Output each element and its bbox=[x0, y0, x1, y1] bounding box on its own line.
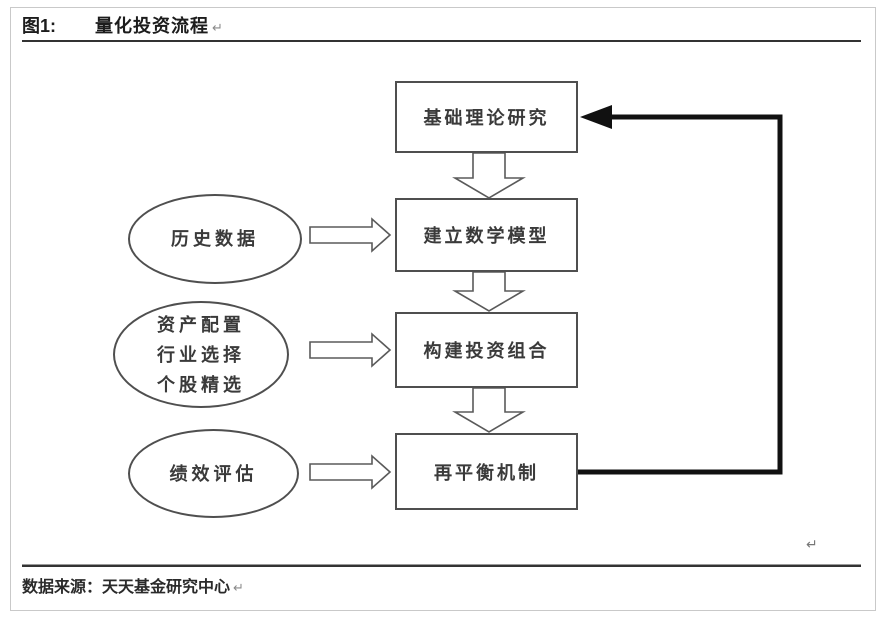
flow-box-rebalancing-mechanism: 再平衡机制 bbox=[395, 433, 578, 510]
figure-title: 量化投资流程 bbox=[95, 16, 209, 36]
paragraph-return-icon: ↵ bbox=[806, 536, 818, 552]
flow-ellipse-label: 资产配置 bbox=[157, 314, 245, 335]
right-block-arrow-icon bbox=[309, 454, 392, 490]
right-block-arrow-icon bbox=[309, 332, 392, 368]
flow-ellipse-performance-evaluation: 绩效评估 bbox=[128, 429, 299, 518]
down-block-arrow-icon bbox=[452, 271, 526, 312]
feedback-arrowhead-icon bbox=[580, 105, 612, 129]
flow-box-build-math-model: 建立数学模型 bbox=[395, 198, 578, 272]
flow-ellipse-label: 个股精选 bbox=[157, 374, 245, 395]
flow-box-construct-portfolio: 构建投资组合 bbox=[395, 312, 578, 388]
footer-rule bbox=[22, 564, 861, 567]
flow-ellipse-historical-data: 历史数据 bbox=[128, 194, 302, 284]
flow-box-label: 建立数学模型 bbox=[423, 226, 550, 246]
flow-box-label: 构建投资组合 bbox=[423, 341, 550, 361]
figure-label: 图1: bbox=[22, 16, 57, 36]
flow-ellipse-label: 绩效评估 bbox=[169, 463, 258, 484]
figure-header: 图1: 量化投资流程 ↵ bbox=[22, 12, 223, 38]
flow-ellipse-allocation-selection: 资产配置 行业选择 个股精选 bbox=[113, 301, 289, 408]
flow-box-label: 基础理论研究 bbox=[423, 108, 550, 128]
right-block-arrow-icon bbox=[309, 217, 392, 253]
header-rule bbox=[22, 40, 861, 42]
data-source-text: 数据来源：天天基金研究中心 bbox=[22, 579, 231, 596]
flow-box-label: 再平衡机制 bbox=[434, 462, 539, 483]
flow-ellipse-label: 历史数据 bbox=[171, 229, 259, 249]
data-source-line: 数据来源：天天基金研究中心 ↵ bbox=[22, 573, 244, 597]
flow-box-basic-theory-research: 基础理论研究 bbox=[395, 81, 578, 153]
paragraph-return-icon: ↵ bbox=[233, 580, 244, 595]
paragraph-return-icon: ↵ bbox=[212, 20, 223, 35]
feedback-loop-line bbox=[578, 114, 783, 475]
down-block-arrow-icon bbox=[452, 152, 526, 199]
flow-ellipse-label: 行业选择 bbox=[157, 344, 245, 365]
down-block-arrow-icon bbox=[452, 387, 526, 433]
